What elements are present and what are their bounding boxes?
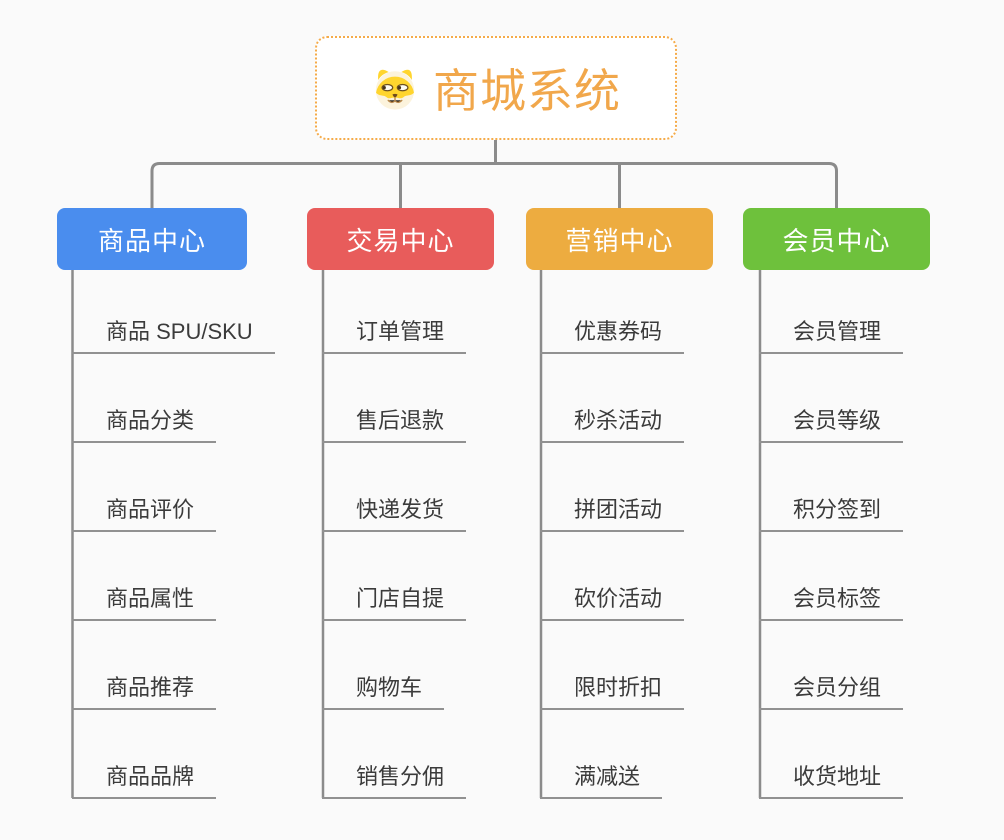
topic-item[interactable]: 售后退款	[322, 403, 467, 443]
topic-item[interactable]: 商品 SPU/SKU	[72, 314, 275, 354]
topic-item[interactable]: 商品评价	[72, 492, 217, 532]
topic-item[interactable]: 商品推荐	[72, 670, 217, 710]
column-product-topics: 商品 SPU/SKU 商品分类 商品评价 商品属性 商品推荐 商品品牌	[72, 265, 275, 799]
topic-item[interactable]: 会员等级	[759, 403, 904, 443]
topic-item[interactable]: 会员分组	[759, 670, 904, 710]
branch-trade-center[interactable]: 交易中心	[307, 208, 494, 270]
root-topic-label: 商城系统	[433, 65, 621, 117]
doge-icon	[375, 69, 415, 110]
column-marketing-topics: 优惠券码 秒杀活动 拼团活动 砍价活动 限时折扣 满减送	[540, 265, 685, 799]
topic-item[interactable]: 限时折扣	[540, 670, 685, 710]
branch-label: 营销中心	[565, 225, 674, 256]
branch-marketing-center[interactable]: 营销中心	[526, 208, 713, 270]
topic-item[interactable]: 满减送	[540, 759, 663, 799]
column-trade-topics: 订单管理 售后退款 快递发货 门店自提 购物车 销售分佣	[322, 265, 467, 799]
trunk-connector	[150, 140, 838, 208]
topic-item[interactable]: 订单管理	[322, 314, 467, 354]
branch-member-center[interactable]: 会员中心	[743, 208, 930, 270]
topic-item[interactable]: 商品品牌	[72, 759, 217, 799]
topic-item[interactable]: 商品分类	[72, 403, 217, 443]
topic-item[interactable]: 购物车	[322, 670, 445, 710]
branch-label: 商品中心	[97, 225, 206, 256]
topic-item[interactable]: 拼团活动	[540, 492, 685, 532]
root-node[interactable]: 商城系统	[315, 36, 677, 140]
topic-item[interactable]: 收货地址	[759, 759, 904, 799]
topic-item[interactable]: 会员标签	[759, 581, 904, 621]
column-member-topics: 会员管理 会员等级 积分签到 会员标签 会员分组 收货地址	[759, 265, 904, 799]
branch-label: 会员中心	[782, 225, 891, 256]
topic-item[interactable]: 门店自提	[322, 581, 467, 621]
topic-item[interactable]: 积分签到	[759, 492, 904, 532]
topic-item[interactable]: 销售分佣	[322, 759, 467, 799]
topic-item[interactable]: 快递发货	[322, 492, 467, 532]
topic-item[interactable]: 秒杀活动	[540, 403, 685, 443]
topic-item[interactable]: 砍价活动	[540, 581, 685, 621]
topic-item[interactable]: 商品属性	[72, 581, 217, 621]
topic-item[interactable]: 会员管理	[759, 314, 904, 354]
topic-item[interactable]: 优惠券码	[540, 314, 685, 354]
branch-label: 交易中心	[346, 225, 455, 256]
branch-product-center[interactable]: 商品中心	[57, 208, 247, 270]
